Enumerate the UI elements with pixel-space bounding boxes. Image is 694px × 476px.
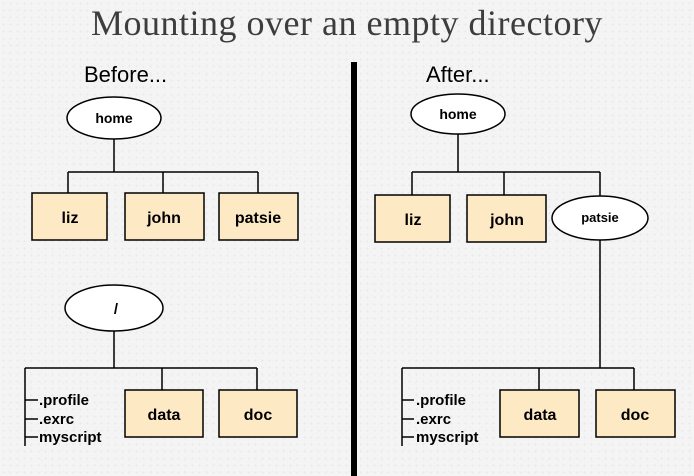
after-doc-label: doc	[621, 407, 650, 424]
after-liz-box	[374, 194, 451, 243]
before-home-label: home	[95, 110, 133, 126]
before-fs-root-node	[64, 284, 164, 332]
before-home-node	[66, 96, 162, 140]
before-patsie-box	[218, 192, 299, 241]
after-file-myscript: myscript	[416, 429, 479, 446]
before-heading: Before...	[84, 62, 168, 87]
after-john-label: john	[489, 212, 524, 229]
before-doc-box	[218, 389, 298, 438]
before-data-box	[124, 389, 204, 438]
after-home-node	[410, 93, 506, 135]
before-fs-connectors	[24, 331, 258, 446]
after-doc-box	[595, 389, 676, 438]
slide-title: Mounting over an empty directory	[91, 3, 603, 43]
before-data-label: data	[148, 407, 181, 424]
after-home-label: home	[439, 106, 477, 122]
after-john-box	[466, 194, 547, 243]
before-patsie-label: patsie	[235, 210, 281, 227]
before-liz-label: liz	[62, 210, 79, 227]
before-john-box	[124, 192, 205, 241]
before-fs-root-label: /	[114, 301, 119, 318]
after-connectors	[401, 134, 635, 446]
after-data-label: data	[524, 407, 557, 424]
after-patsie-label: patsie	[581, 210, 619, 225]
before-liz-box	[31, 192, 108, 241]
before-file-exrc: .exrc	[39, 411, 74, 428]
before-john-label: john	[146, 210, 181, 227]
after-file-profile: .profile	[416, 392, 466, 409]
after-liz-label: liz	[405, 212, 422, 229]
before-home-connectors	[67, 139, 259, 193]
after-heading: After...	[426, 62, 490, 87]
after-file-exrc: .exrc	[416, 411, 451, 428]
before-doc-label: doc	[244, 407, 273, 424]
after-patsie-mount-node	[551, 195, 649, 241]
after-data-box	[499, 389, 580, 438]
before-file-profile: .profile	[39, 392, 89, 409]
before-file-myscript: myscript	[39, 429, 102, 446]
